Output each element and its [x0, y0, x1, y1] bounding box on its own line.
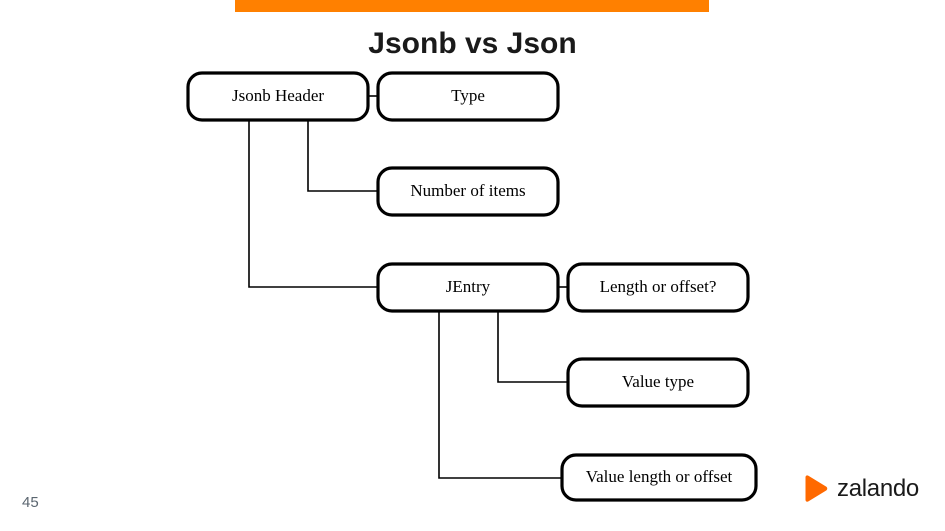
node-value-type-label: Value type	[622, 372, 694, 391]
node-length-or-offset-label: Length or offset?	[600, 277, 717, 296]
node-type-box	[376, 71, 560, 122]
connector-jentry-to-value-length-or-offset	[438, 311, 562, 479]
node-type-label: Type	[451, 86, 485, 105]
page-title: Jsonb vs Json	[368, 27, 577, 60]
connector-jentry-to-value-type	[497, 311, 568, 383]
connector-header-to-number-of-items	[307, 120, 378, 192]
node-length-or-offset-box	[566, 262, 750, 313]
node-value-type-box	[566, 357, 750, 408]
accent-bar	[235, 0, 709, 12]
node-jentry[interactable]: JEntry	[376, 262, 560, 313]
node-value-type[interactable]: Value type	[566, 357, 750, 408]
connector-header-to-jentry	[248, 120, 378, 288]
brand-name: zalando	[837, 475, 919, 502]
node-type[interactable]: Type	[376, 71, 560, 122]
node-value-length-or-offset-box	[560, 453, 758, 502]
node-jentry-label: JEntry	[446, 277, 491, 296]
node-jentry-box	[376, 262, 560, 313]
node-number-of-items-label: Number of items	[410, 181, 525, 200]
node-length-or-offset[interactable]: Length or offset?	[566, 262, 750, 313]
brand-logo: zalando	[800, 474, 919, 504]
play-triangle-icon	[805, 475, 828, 502]
node-number-of-items-box	[376, 166, 560, 217]
node-value-length-or-offset-label: Value length or offset	[586, 467, 733, 486]
page-number: 45	[22, 494, 39, 511]
node-value-length-or-offset[interactable]: Value length or offset	[560, 453, 758, 502]
node-jsonb-header-label: Jsonb Header	[232, 86, 324, 105]
node-number-of-items[interactable]: Number of items	[376, 166, 560, 217]
node-jsonb-header-box	[186, 71, 370, 122]
node-jsonb-header[interactable]: Jsonb Header	[186, 71, 370, 122]
